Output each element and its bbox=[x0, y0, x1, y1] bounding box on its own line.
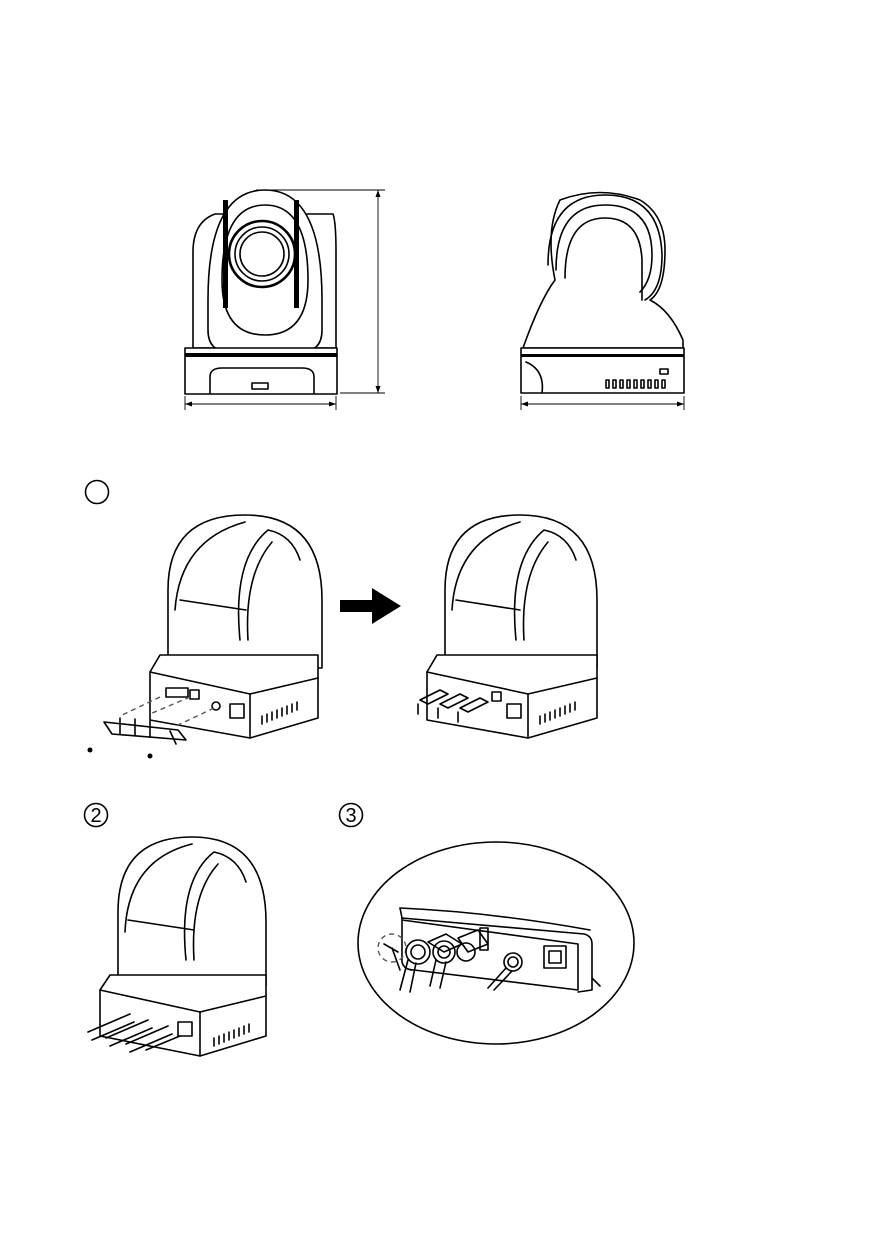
camera-side-view bbox=[521, 193, 684, 411]
step-3-marker: 3 bbox=[340, 804, 363, 828]
right-arrow-icon bbox=[340, 588, 401, 624]
camera-rear-cabled bbox=[88, 837, 266, 1056]
camera-rear-before bbox=[88, 515, 323, 759]
camera-rear-after bbox=[418, 515, 597, 738]
svg-text:3: 3 bbox=[345, 805, 356, 827]
step-2-marker: 2 bbox=[85, 804, 108, 828]
connector-detail-view bbox=[358, 842, 634, 1044]
step-1-marker bbox=[86, 481, 109, 504]
svg-text:2: 2 bbox=[90, 805, 101, 827]
camera-front-view bbox=[185, 190, 385, 410]
